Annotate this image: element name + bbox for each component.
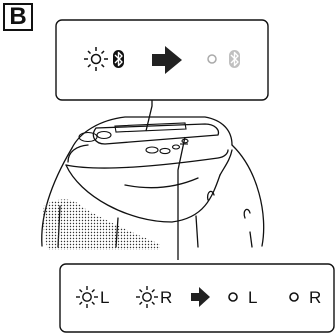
leader-lines — [145, 100, 186, 260]
bluetooth-icon — [113, 50, 124, 68]
indicator-label-r: R — [309, 288, 322, 307]
top-control-buttons — [78, 122, 189, 155]
speaker-body — [41, 116, 265, 248]
bluetooth-icon — [229, 50, 240, 68]
lit-indicator-icon — [289, 292, 299, 302]
arrow-right-icon — [152, 46, 182, 74]
indicator-label-r: R — [160, 288, 173, 307]
indicator-label-l: L — [248, 288, 258, 307]
indicator-label-l: L — [100, 288, 110, 307]
blinking-indicator-icon — [76, 286, 98, 308]
blinking-indicator-icon — [84, 47, 108, 71]
lit-indicator-icon — [228, 292, 238, 302]
arrow-right-icon — [191, 287, 210, 307]
blinking-indicator-icon — [136, 286, 158, 308]
panel-label: B — [3, 3, 33, 31]
off-indicator-icon — [207, 54, 217, 64]
speaker-grille — [43, 199, 160, 250]
